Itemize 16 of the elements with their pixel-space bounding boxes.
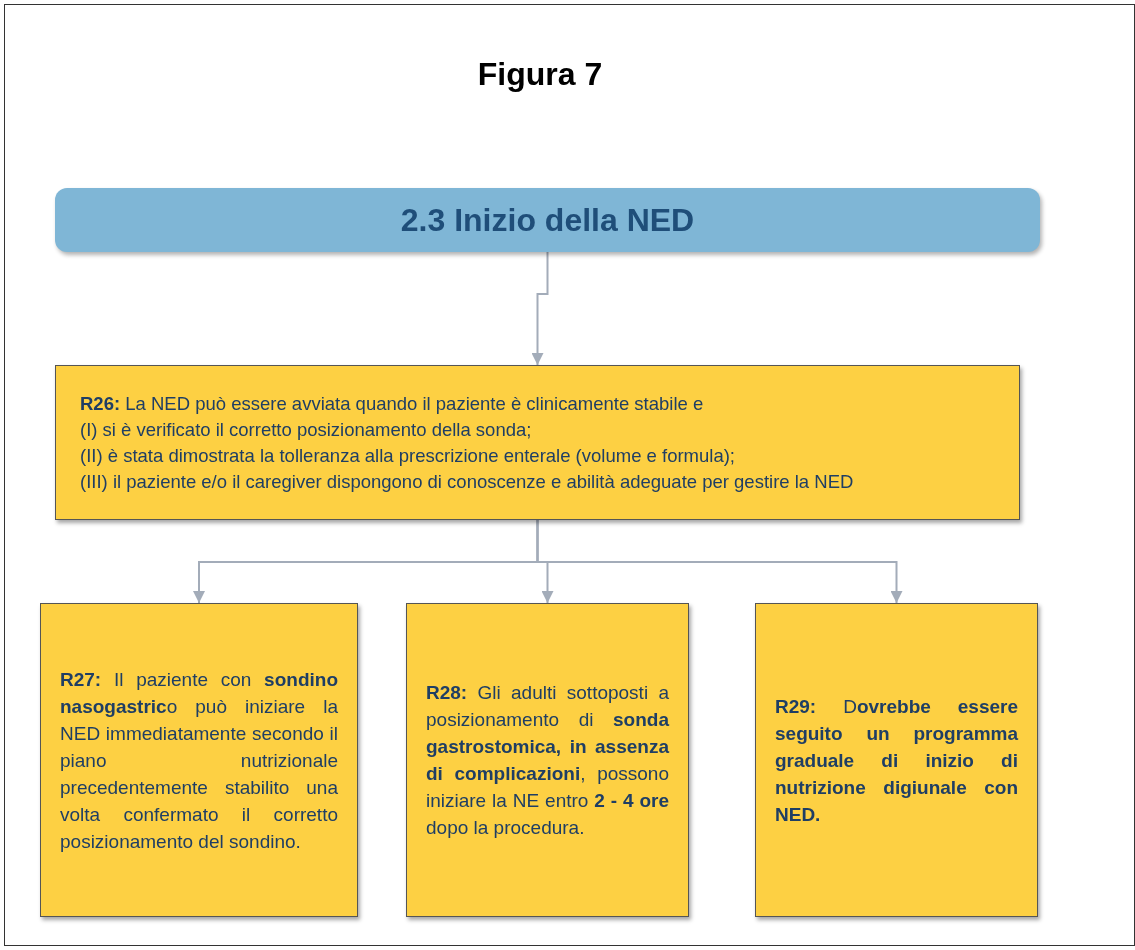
header-text: 2.3 Inizio della NED (400, 201, 695, 240)
recommendation-box (755, 603, 1038, 917)
recommendation-box (406, 603, 689, 917)
recommendation-text: (III) il paziente e/o il caregiver dispongono di conoscenze e abilità adeguate per gestire la NED (80, 469, 855, 494)
recommendation-text: (I) si è verificato il corretto posizionamento della sonda; (80, 417, 533, 442)
recommendation-text: R27: Il paziente con sondino nasogastrico può iniziare la NED immediatamente secondo il piano nutrizionale precedentemente stabilito una volta confermato il corretto posizionamento del sondino. (60, 667, 338, 854)
recommendation-text: R29: Dovrebbe essere seguito un programma graduale di inizio di nutrizione digiunale con NED. (775, 694, 1018, 827)
arrow (531, 251, 549, 366)
header-box (55, 188, 1040, 252)
recommendation-box (55, 365, 1020, 520)
recommendation-box (40, 603, 358, 917)
arrow (536, 519, 903, 604)
recommendation-text: R28: Gli adulti sottoposti a posizionamento di sonda gastrostomica, in assenza di complicazioni, possono iniziare la NE entro 2 - 4 ore dopo la procedura. (426, 681, 669, 840)
recommendation-text: (II) è stata dimostrata la tolleranza alla prescrizione enterale (volume e formula); (80, 443, 736, 468)
figure-title: Figura 7 (476, 55, 604, 94)
recommendation-text: R26: La NED può essere avviata quando il paziente è clinicamente stabile e (80, 391, 705, 416)
